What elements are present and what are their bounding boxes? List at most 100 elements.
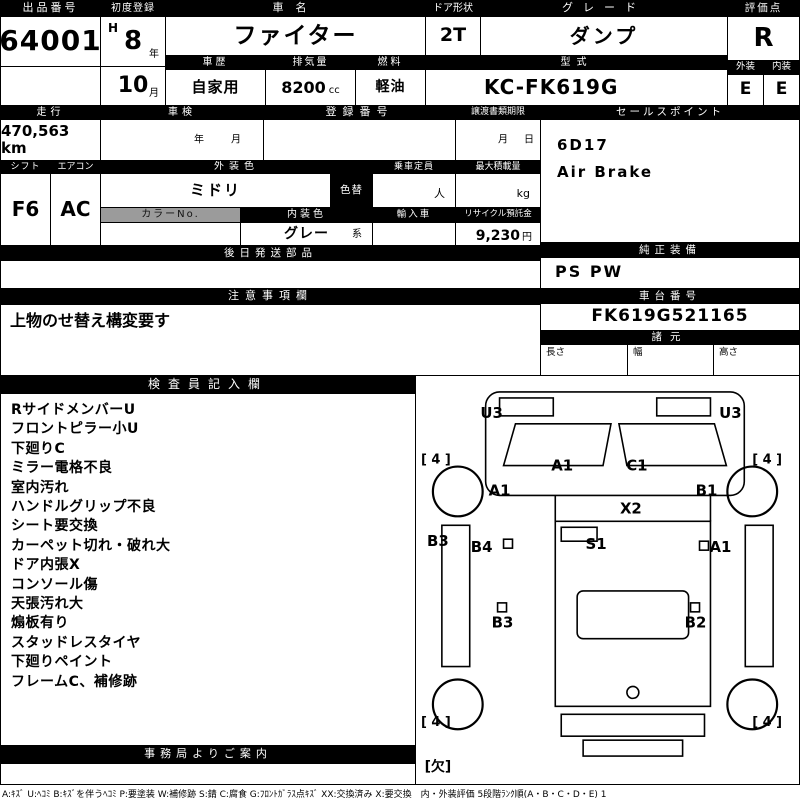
office-label: 事務局よりご案内: [0, 745, 416, 764]
color-no-label: カラーNo.: [100, 207, 241, 223]
first-reg-month-cell: 10 月: [100, 66, 166, 106]
side-panel-right: [744, 524, 774, 668]
marker-square-icon: [502, 538, 514, 549]
genuine-equip: PS PW: [540, 257, 800, 289]
side-panel-left: [441, 524, 471, 668]
inspection-cell: 年 月: [100, 119, 264, 161]
transfer-deadline-cell: 月 日: [455, 119, 541, 161]
color-change-label: 色替: [330, 173, 373, 208]
first-reg-year: 8: [123, 25, 143, 56]
label-u3-right: U3: [719, 404, 741, 422]
transfer-deadline-label: 譲渡書類期限: [455, 105, 541, 120]
int-color: グレー: [284, 225, 329, 242]
notes-label: 注意事項欄: [0, 288, 541, 305]
year-unit: 年: [149, 48, 159, 60]
car-name-label: 車名: [165, 0, 426, 17]
exterior-label: 外装: [727, 60, 764, 75]
grade-label: グレード: [480, 0, 728, 17]
max-load-cell: kg: [455, 173, 541, 208]
later-parts-cell: [0, 260, 541, 289]
recycle-unit: 円: [522, 232, 532, 243]
frame-detail-top: [560, 526, 598, 542]
capacity-label: 乗車定員: [372, 160, 456, 174]
transfer-month-unit: 月: [498, 134, 508, 146]
import-label: 輸入車: [372, 207, 456, 223]
int-color-cell: グレー 系: [240, 222, 373, 246]
displacement: 8200: [281, 78, 326, 97]
exterior-score: E: [727, 74, 764, 106]
wheel-front-right: [726, 465, 779, 518]
wheel-rear-left: [431, 678, 484, 731]
first-reg-label: 初度登録: [100, 0, 166, 17]
displacement-unit: cc: [328, 85, 340, 96]
ext-color-label: 外装色: [100, 160, 373, 174]
interior-label: 内装: [763, 60, 800, 75]
marker-square-icon: [496, 602, 508, 613]
spec-width: 幅: [627, 344, 714, 376]
door-shape: 2T: [425, 16, 481, 56]
marker-square-icon: [698, 540, 710, 551]
door-shape-label: ドア形状: [425, 0, 481, 17]
shift-label: シフト: [0, 160, 51, 174]
later-parts-label: 後日発送部品: [0, 245, 541, 261]
label-cab-a1: A1: [551, 457, 573, 475]
frame-detail-mid: [576, 590, 690, 640]
truck-diagram-cell: U3 U3 A1 C1 A1 B1 X2 B3 B4 S1 A1 B3 B2 […: [415, 375, 800, 785]
history-label: 車歴: [165, 55, 266, 70]
auction-no-label: 出品番号: [0, 0, 101, 17]
label-missing: [欠]: [425, 758, 452, 775]
car-name: ファイター: [165, 16, 426, 56]
spec-label: 諸元: [540, 330, 800, 345]
frame-detail-circle: [626, 685, 640, 700]
truck-top-view-diagram: U3 U3 A1 C1 A1 B1 X2 B3 B4 S1 A1 B3 B2 […: [421, 391, 782, 775]
wheel-front-left: [431, 465, 484, 518]
label-corner-br: [ 4 ]: [752, 715, 782, 730]
windshield-left: [502, 423, 612, 467]
int-color-label: 内装色: [240, 207, 373, 223]
capacity-cell: 人: [372, 173, 456, 208]
spec-height: 高さ: [713, 344, 800, 376]
model-label: 型式: [425, 55, 728, 70]
ext-color: ミドリ: [100, 173, 331, 208]
displacement-cell: 8200 cc: [265, 69, 356, 106]
recycle-cell: 9,230 円: [455, 222, 541, 246]
reg-no-label: 登録番号: [263, 105, 456, 120]
cab-outline: [484, 391, 746, 497]
spec-length: 長さ: [540, 344, 628, 376]
overall-score: R: [727, 16, 800, 61]
aircon-label: エアコン: [50, 160, 101, 174]
mileage: 470,563 km: [0, 119, 101, 161]
inspection-label: 車検: [100, 105, 264, 120]
max-load-label: 最大積載量: [455, 160, 541, 174]
color-no-cell: [100, 222, 241, 246]
aircon: AC: [50, 173, 101, 246]
history: 自家用: [165, 69, 266, 106]
first-reg-month: 10: [117, 73, 149, 99]
month-unit: 月: [149, 87, 159, 99]
inspector-label: 検査員記入欄: [0, 375, 416, 394]
mileage-label: 走行: [0, 105, 101, 120]
recycle-fee: 9,230: [475, 228, 520, 244]
genuine-equip-label: 純正装備: [540, 242, 800, 258]
chassis-no: FK619G521165: [540, 303, 800, 331]
label-front-left-a1: A1: [489, 481, 511, 499]
marker-square-icon: [689, 602, 701, 613]
fuel-label: 燃料: [355, 55, 426, 70]
displacement-label: 排気量: [265, 55, 356, 70]
label-u3-left: U3: [480, 404, 502, 422]
fuel: 軽油: [355, 69, 426, 106]
recycle-label: リサイクル預託金: [455, 207, 541, 223]
wheel-rear-right: [726, 678, 779, 731]
int-color-unit: 系: [352, 228, 362, 240]
interior-score: E: [763, 74, 800, 106]
inspection-month-unit: 月: [231, 134, 241, 146]
label-bottom-b3: B3: [492, 614, 514, 632]
chassis-no-label: 車台番号: [540, 288, 800, 304]
notes-text: 上物のせ替え構変要す: [0, 304, 541, 376]
auction-no-blank: [0, 66, 101, 106]
